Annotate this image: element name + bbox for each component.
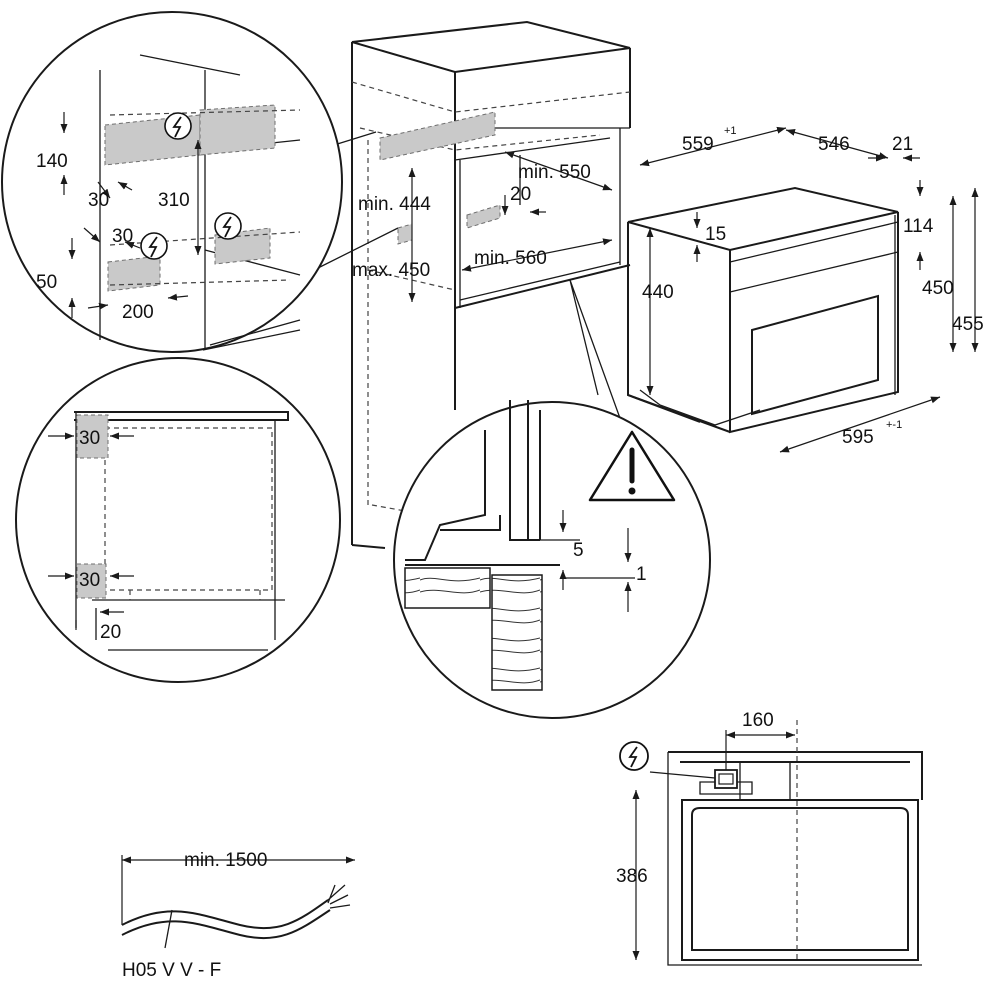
cable-type-label: H05 V V - F [122, 960, 221, 981]
socket-310-label: 310 [158, 190, 190, 211]
kitchen-cabinet [351, 20, 631, 549]
socket-30b-label: 30 [112, 226, 133, 247]
panel-offset-label: 114 [903, 216, 934, 237]
warning-triangle-icon [588, 430, 676, 502]
electrical-hazard-icon [140, 232, 168, 260]
depth-label: 559 [682, 134, 714, 155]
rear-view: 160 386 [616, 710, 923, 966]
detail-pointer-gap [569, 279, 626, 433]
clearance-bottom-label: 30 [79, 570, 100, 591]
depth-tolerance: +1 [724, 125, 737, 137]
width-label: 595 [842, 427, 874, 448]
oven-dimensions: 559 +1 546 21 15 440 114 450 455 595 +-1 [639, 125, 984, 453]
socket-30a-label: 30 [88, 190, 109, 211]
niche-depth-label: min. 550 [518, 162, 591, 183]
cable-length-label: min. 1500 [184, 850, 267, 871]
detail-clearance: 30 30 20 [15, 357, 341, 683]
total-height-label: 455 [952, 314, 984, 335]
gap-20-label: 20 [510, 184, 531, 205]
power-cable: min. 1500 H05 V V - F [121, 850, 355, 981]
control-top-label: 15 [705, 224, 726, 245]
oven-appliance [627, 186, 899, 434]
clearance-rear-label: 20 [100, 622, 121, 643]
electrical-hazard-icon [164, 112, 192, 140]
height-label: 440 [642, 282, 674, 303]
electrical-hazard-icon [214, 212, 242, 240]
socket-140-label: 140 [36, 151, 68, 172]
niche-height-max-label: max. 450 [352, 260, 430, 281]
cabinet-dimensions: min. 550 20 min. 444 max. 450 min. 560 [352, 151, 613, 302]
niche-width-label: min. 560 [474, 248, 547, 269]
gap-5-label: 5 [573, 540, 584, 561]
socket-200-label: 200 [122, 302, 154, 323]
electrical-hazard-icon [619, 741, 649, 771]
gap-1-label: 1 [636, 564, 647, 585]
width-tolerance: +-1 [886, 419, 902, 431]
clearance-top-label: 30 [79, 428, 100, 449]
body-depth-label: 546 [818, 134, 850, 155]
rear-height-label: 386 [616, 866, 648, 887]
front-thickness-label: 21 [892, 134, 913, 155]
detail-gap: 5 1 [393, 400, 711, 719]
detail-socket-position: 140 30 310 30 50 200 [1, 11, 343, 353]
rear-offset-label: 160 [742, 710, 774, 731]
niche-height-min-label: min. 444 [358, 194, 431, 215]
front-height-label: 450 [922, 278, 954, 299]
socket-50-label: 50 [36, 272, 57, 293]
